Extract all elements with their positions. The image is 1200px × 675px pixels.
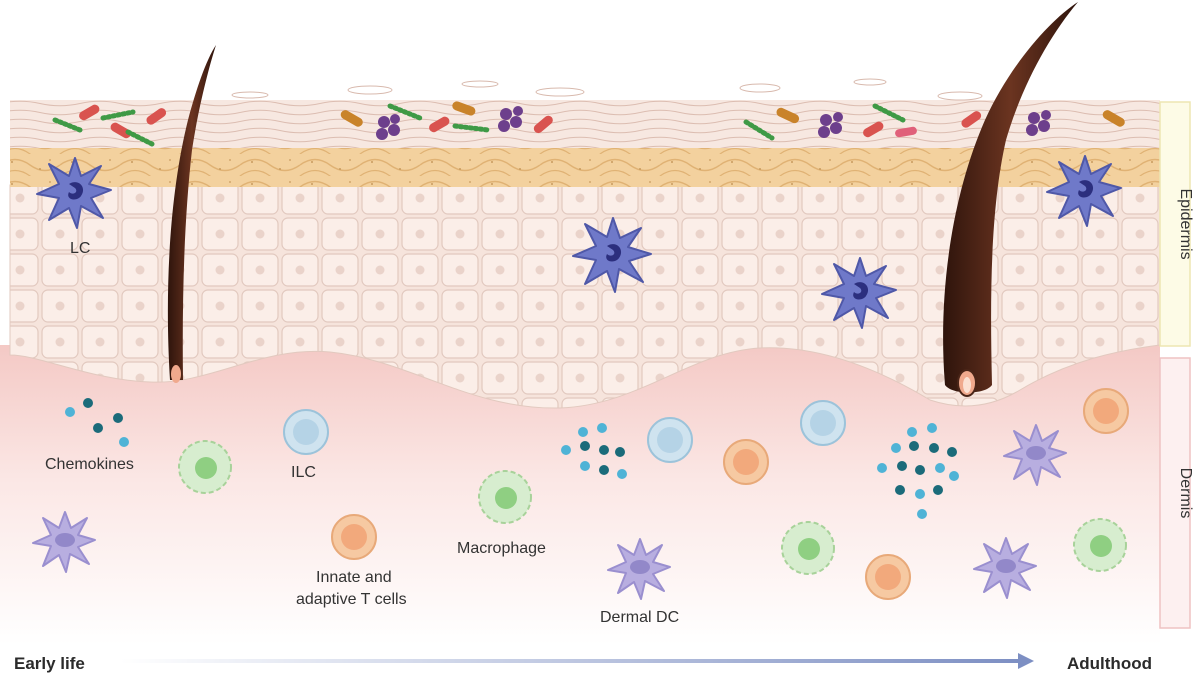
label-dermis: Dermis [1177,468,1194,519]
langerhans-cell [1046,155,1122,227]
corneum-flakes [231,78,983,101]
dermal-dc-cell [1003,424,1067,486]
ilc-cell [800,400,846,446]
microbiota [52,101,1125,147]
t-cell [723,439,769,485]
macrophage-cell [781,521,835,575]
chemokine-cluster [561,423,627,479]
ilc-cell [283,409,329,455]
macrophage-cell [478,470,532,524]
label-ilc: ILC [291,464,316,481]
epidermis-bracket: Epidermis [1159,101,1194,347]
langerhans-cell [821,257,897,329]
macrophage-cell [178,440,232,494]
rod-bacterium-orange [340,101,1125,127]
hair-follicle-large [943,2,1078,397]
hair-follicle-small [167,45,216,383]
epidermis-layer [9,184,1161,409]
macrophage-cell [1073,518,1127,572]
rod-bacterium-pink [895,126,917,138]
timeline-end-label: Adulthood [1067,654,1152,673]
rod-bacterium-red [79,104,982,139]
label-dermal-dc: Dermal DC [600,609,679,626]
ilc-cell [647,417,693,463]
label-t-cells-line2: adaptive T cells [296,591,407,608]
t-cell [865,554,911,600]
dermal-dc-cell [607,538,671,600]
chain-bacterium-green [52,103,906,147]
dermal-dc-cell [32,511,96,573]
dermis-bracket: Dermis [1159,357,1194,629]
t-cell [331,514,377,560]
t-cell [1083,388,1129,434]
cocci-cluster-purple [376,106,1051,140]
label-lc: LC [70,240,90,257]
label-epidermis: Epidermis [1177,188,1194,259]
label-chemokines: Chemokines [45,456,134,473]
label-t-cells-line1: Innate and [316,569,392,586]
chemokine-cluster [65,398,129,447]
dermal-dc-cell [973,537,1037,599]
timeline-start-label: Early life [14,654,85,673]
timeline-arrow [120,653,1034,669]
langerhans-cell [36,157,112,229]
langerhans-cell [572,217,652,293]
chemokine-cluster [877,423,959,519]
label-macrophage: Macrophage [457,540,546,557]
